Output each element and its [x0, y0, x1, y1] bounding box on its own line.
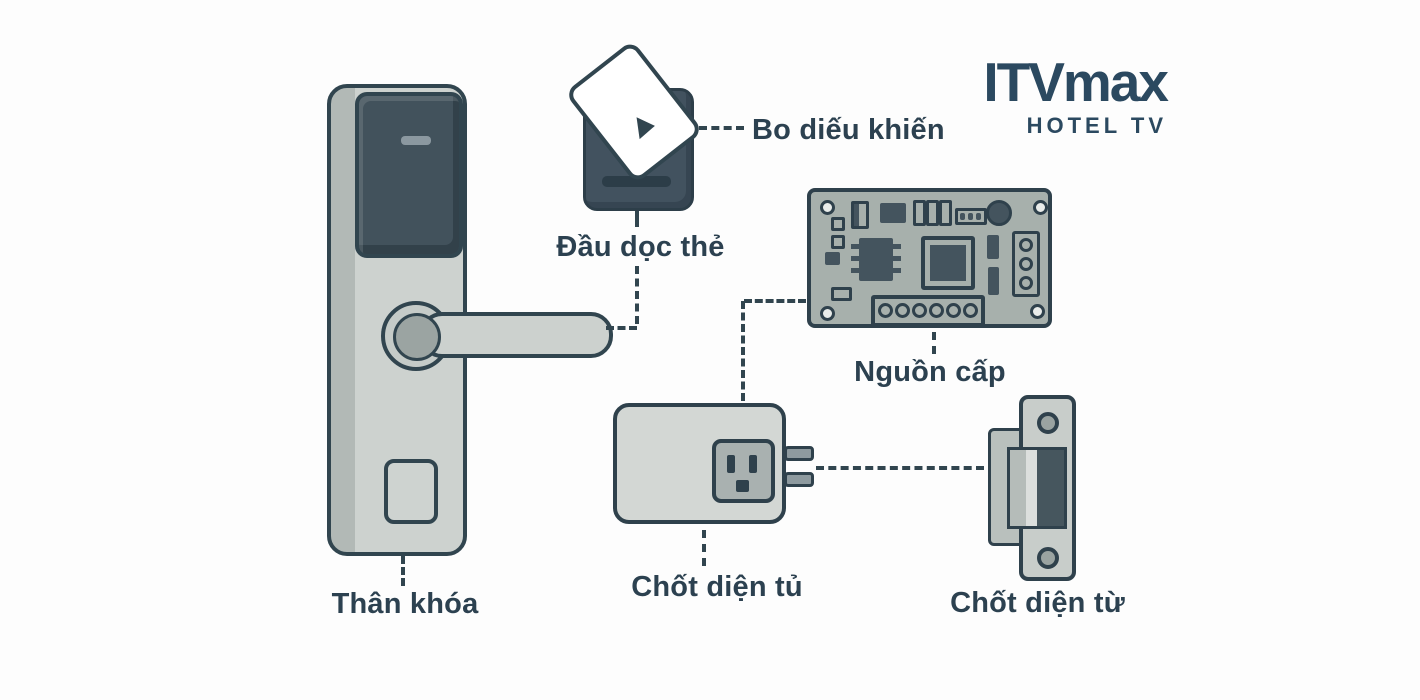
pcb-terminal-hole [929, 303, 944, 318]
pcb-resistor [831, 235, 845, 249]
adapter-prong [784, 472, 814, 487]
connector-line [816, 466, 984, 470]
circuit-board-illustration [807, 188, 1052, 328]
connector-line [741, 301, 745, 401]
card-arrow-icon [636, 114, 657, 140]
lock-escutcheon-hub [393, 313, 441, 361]
pcb-dip-switch [955, 208, 987, 225]
connector-line [702, 530, 706, 566]
outlet-slot [727, 455, 735, 473]
adapter-outlet-face [712, 439, 775, 503]
lock-card-panel [355, 92, 463, 258]
pcb-ic-pin [851, 256, 859, 261]
pcb-mount-hole [820, 306, 835, 321]
adapter-prong [784, 446, 814, 461]
door-lock-illustration [327, 84, 613, 556]
pcb-connector-pin [1019, 257, 1033, 271]
label-lock-body: Thân khóa [331, 588, 479, 620]
pcb-capacitor [939, 200, 952, 226]
pcb-connector [1012, 231, 1040, 297]
pcb-resistor [831, 217, 845, 231]
pcb-dip-key [960, 213, 965, 220]
pcb-dip-key [968, 213, 973, 220]
lock-indicator-slot [401, 136, 431, 145]
pcb-ic-pin [851, 268, 859, 273]
pcb-mount-hole [1030, 304, 1045, 319]
connector-line [744, 299, 806, 303]
pcb-capacitor [913, 200, 926, 226]
connector-line [606, 326, 637, 330]
pcb-cpu [921, 236, 975, 290]
pcb-terminal-hole [878, 303, 893, 318]
pcb-terminal-hole [895, 303, 910, 318]
pcb-chip-small [880, 203, 906, 223]
brand-logo: ITVmax HOTEL TV [965, 51, 1169, 139]
label-power-supply: Nguồn cấp [854, 356, 1006, 388]
strike-latch-cavity [1007, 447, 1067, 529]
label-card-reader: Đầu dọc thẻ [556, 231, 725, 263]
connector-line [932, 332, 936, 354]
pcb-cpu-core [930, 245, 966, 281]
pcb-terminal-hole [963, 303, 978, 318]
label-electric-strike: Chốt diện từ [950, 587, 1125, 619]
outlet-ground-slot [736, 480, 749, 492]
pcb-mount-hole [820, 200, 835, 215]
pcb-terminal-block [871, 295, 985, 327]
brand-logo-subtitle: HOTEL TV [1026, 113, 1167, 138]
electric-strike-illustration [988, 395, 1076, 581]
connector-line [699, 126, 744, 130]
pcb-terminal-hole [946, 303, 961, 318]
lock-key-cylinder [384, 459, 438, 524]
pcb-ic-pin [893, 256, 901, 261]
pcb-ic-pin [851, 244, 859, 249]
label-control-board: Bo diếu khiến [752, 114, 945, 146]
pcb-component [987, 235, 999, 259]
pcb-resistor [831, 287, 852, 301]
pcb-component [988, 267, 999, 295]
pcb-ic-pin [893, 244, 901, 249]
card-reader-slot [602, 176, 671, 187]
outlet-slot [749, 455, 757, 473]
pcb-terminal-hole [912, 303, 927, 318]
pcb-transistor [851, 201, 869, 229]
pcb-ic-chip [859, 238, 893, 281]
strike-screw-hole [1037, 547, 1059, 569]
pcb-connector-pin [1019, 238, 1033, 252]
pcb-buzzer [986, 200, 1012, 226]
connector-line [401, 556, 405, 586]
power-adapter-illustration [613, 403, 786, 524]
brand-logo-title: ITVmax [983, 51, 1169, 113]
pcb-connector-pin [1019, 276, 1033, 290]
pcb-capacitor [926, 200, 939, 226]
card-reader-illustration [564, 39, 704, 211]
connector-line [635, 211, 639, 227]
strike-screw-hole [1037, 412, 1059, 434]
pcb-dip-key [976, 213, 981, 220]
pcb-ic-pin [893, 268, 901, 273]
pcb-mount-hole [1033, 200, 1048, 215]
connector-line [635, 266, 639, 324]
lock-handle [420, 312, 613, 358]
label-electronic-latch: Chốt diện tủ [631, 571, 803, 603]
pcb-component [825, 252, 840, 265]
